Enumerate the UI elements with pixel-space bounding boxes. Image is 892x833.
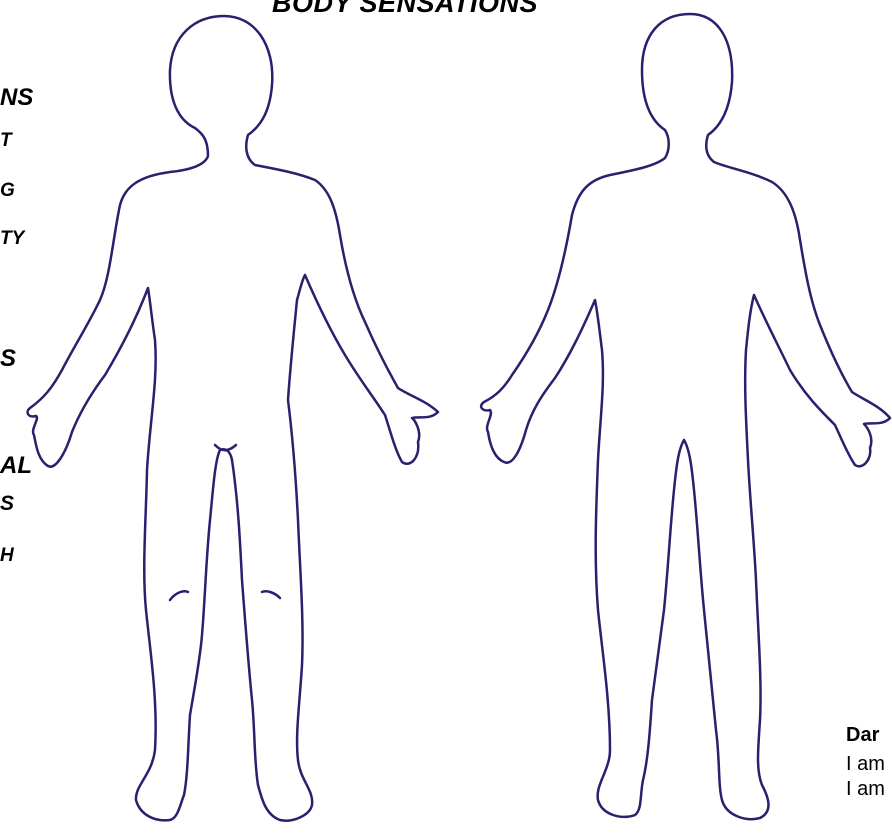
body-outline-front <box>0 0 460 833</box>
body-outline-back <box>460 0 892 833</box>
note-line: I am <box>846 778 892 801</box>
note-line: I am <box>846 753 892 776</box>
note-block: Dar I am I am <box>846 724 892 801</box>
note-heading: Dar <box>846 724 892 747</box>
